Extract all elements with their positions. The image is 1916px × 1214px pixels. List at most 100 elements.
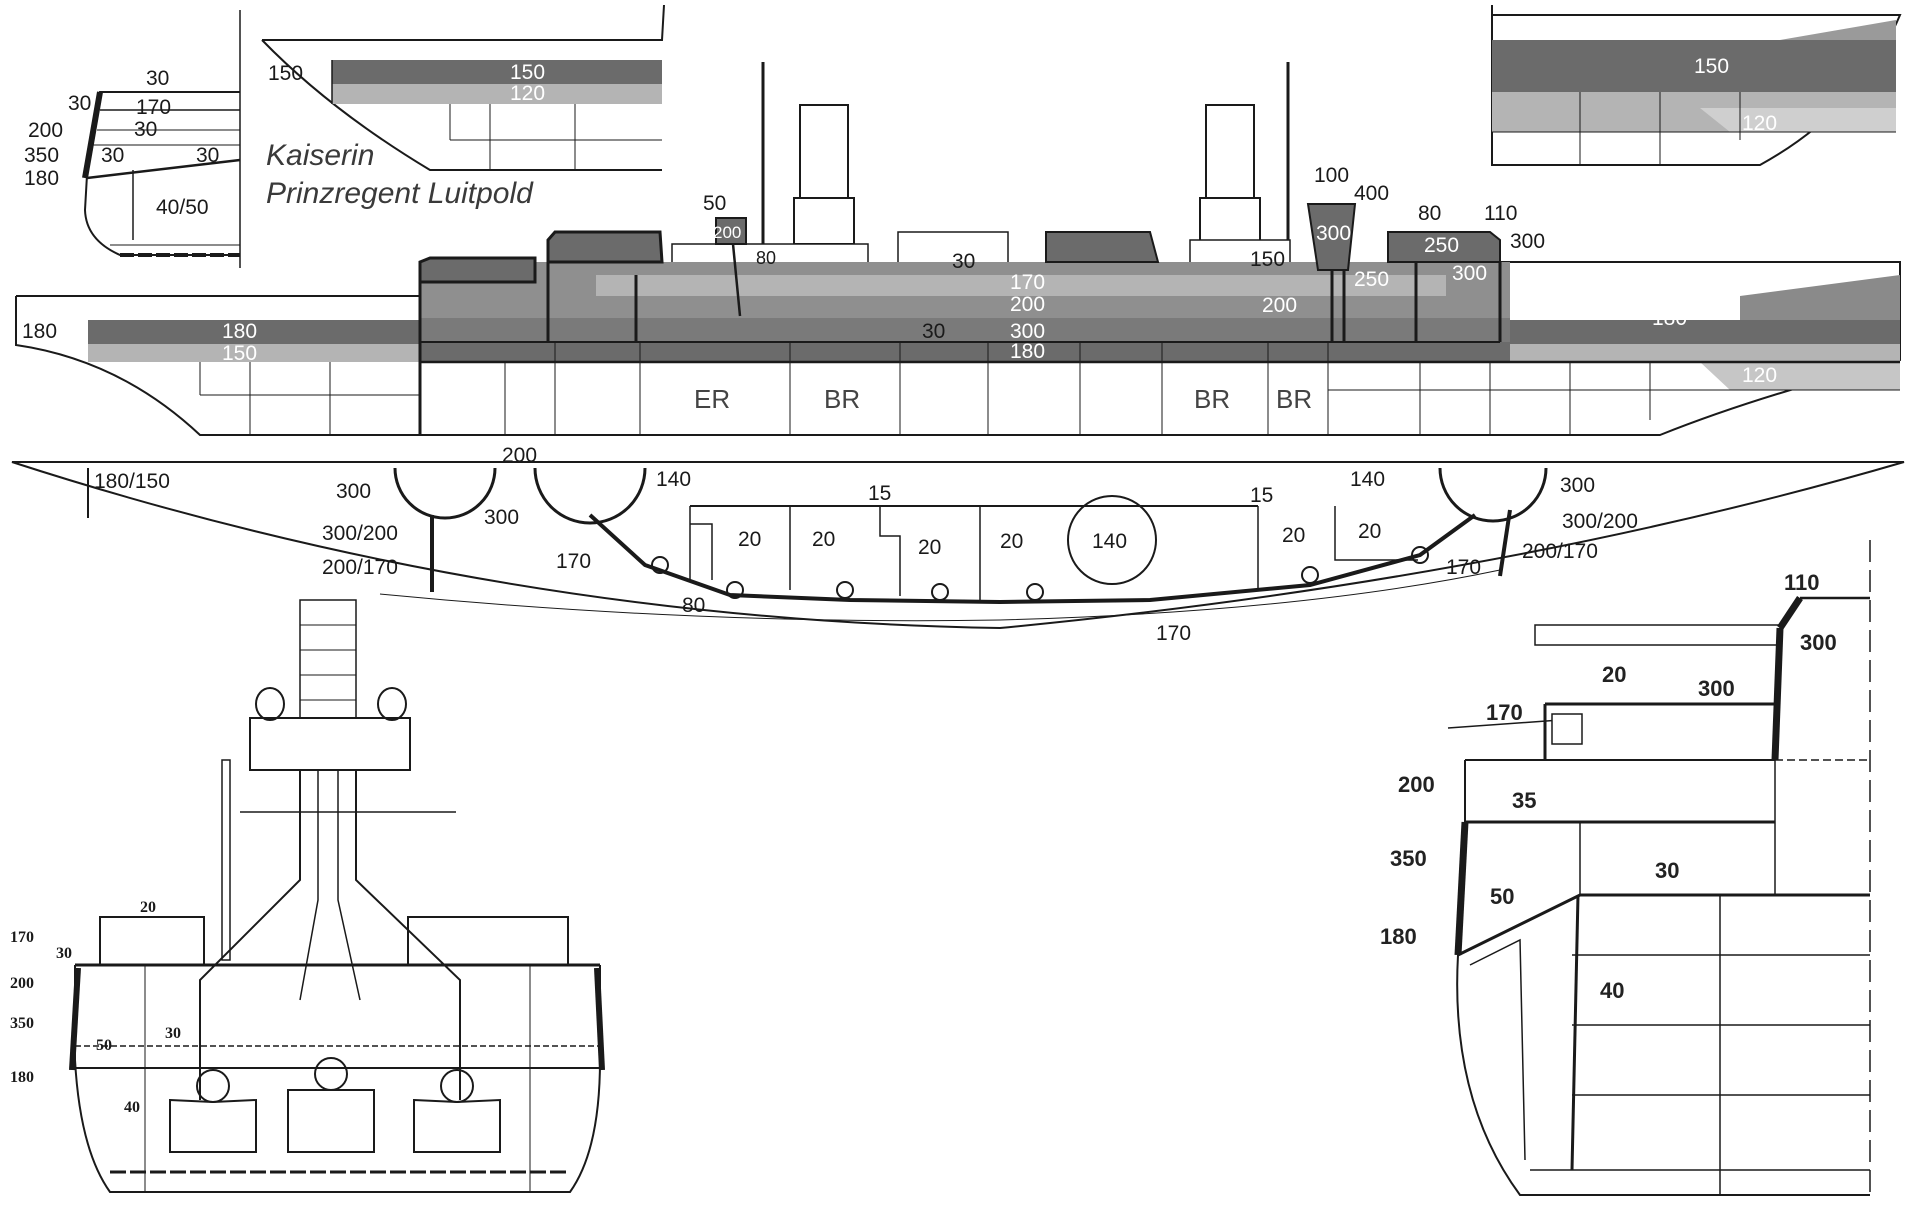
midship-label: 30 (56, 945, 72, 962)
turret-label: 110 (1784, 570, 1820, 595)
turret-label: 35 (1512, 788, 1536, 813)
plan-label: 20 (738, 528, 761, 551)
turret-label: 40 (1600, 978, 1624, 1003)
compartment-label: BR (1276, 384, 1312, 414)
midship-label: 40 (124, 1099, 140, 1116)
turret-section: 110 300 20 300 170 200 35 350 30 50 180 … (1380, 540, 1871, 1200)
plan-label: 180/150 (94, 470, 170, 493)
midship-label: 50 (96, 1037, 112, 1054)
plan-label: 20 (1282, 524, 1305, 547)
midship-section: 20 170 30 200 30 350 50 180 40 (10, 599, 605, 1193)
profile-label: 80 (756, 248, 776, 268)
plan-label: 20 (1000, 530, 1023, 553)
plan-label: 20 (918, 536, 941, 559)
fore-label: 180 (24, 167, 59, 190)
profile-label: 250 (1354, 268, 1389, 291)
profile-label: 300 (1452, 262, 1487, 285)
profile-label: 150 (1250, 248, 1285, 271)
main-profile: 50 200 80 30 100 400 300 80 110 250 300 … (15, 62, 1901, 436)
fore-label: 30 (101, 144, 124, 167)
plan-label: 300/200 (1562, 510, 1638, 533)
profile-label: 200 (713, 223, 741, 242)
plan-label: 15 (868, 482, 891, 505)
plan-label: 170 (556, 550, 591, 573)
aft-profile: 150 120 (1491, 5, 1902, 166)
fore-label: 170 (136, 96, 171, 119)
profile-label: 180 (22, 320, 57, 343)
profile-label: 180 (222, 320, 257, 343)
midship-label: 30 (165, 1025, 181, 1042)
plan-label: 140 (1350, 468, 1385, 491)
fore-label: 30 (134, 118, 157, 141)
profile-label: 110 (1484, 202, 1517, 225)
midship-label: 170 (10, 929, 34, 946)
plan-label: 200 (502, 444, 537, 467)
profile-label: 150 (222, 342, 257, 365)
plan-label: 300/200 (322, 522, 398, 545)
midship-label: 200 (10, 975, 34, 992)
fore-belt-120 (332, 84, 662, 104)
plan-label: 140 (656, 468, 691, 491)
profile-label: 50 (703, 192, 726, 215)
profile-label: 30 (952, 250, 975, 273)
midship-label: 350 (10, 1015, 34, 1032)
profile-label: 30 (922, 320, 945, 343)
profile-label: 300 (1010, 320, 1045, 343)
profile-label: 180 (1010, 340, 1045, 363)
midship-label: 20 (140, 899, 156, 916)
aft-belt-150 (1492, 40, 1896, 92)
plan-label: 300 (336, 480, 371, 503)
fore-label: 30 (146, 67, 169, 90)
fore-label: 350 (24, 144, 59, 167)
fore-profile-label: 150 (510, 61, 545, 84)
profile-label: 250 (1424, 234, 1459, 257)
profile-label: 200 (1010, 293, 1045, 316)
plan-label: 200/170 (322, 556, 398, 579)
aft-profile-label: 120 (1742, 112, 1777, 135)
aft-profile-label: 150 (1694, 55, 1729, 78)
fore-armor-section: 30 30 170 200 30 350 30 30 180 40/50 (24, 10, 241, 268)
profile-label: 300 (1316, 222, 1351, 245)
fore-belt-150 (332, 60, 662, 84)
fore-profile-label: 120 (510, 82, 545, 105)
fore-profile: 150 150 120 (261, 4, 665, 171)
plan-label: 200/170 (1522, 540, 1598, 563)
plan-label: 300 (484, 506, 519, 529)
plan-label: 170 (1156, 622, 1191, 645)
profile-label: 120 (1742, 364, 1777, 387)
compartment-label: ER (694, 384, 730, 414)
plan-label: 20 (812, 528, 835, 551)
turret-label: 300 (1800, 630, 1837, 655)
turret-label: 30 (1655, 858, 1679, 883)
title-line-2: Prinzregent Luitpold (266, 177, 534, 210)
compartment-label: BR (824, 384, 860, 414)
turret-label: 350 (1390, 846, 1427, 871)
turret-label: 170 (1486, 700, 1523, 725)
turret-label: 180 (1380, 924, 1417, 949)
profile-label: 200 (1262, 294, 1297, 317)
fore-label: 30 (68, 92, 91, 115)
profile-label: 300 (1510, 230, 1545, 253)
profile-label: 180 (1652, 307, 1687, 330)
fore-label: 40/50 (156, 196, 209, 219)
compartment-label: BR (1194, 384, 1230, 414)
turret-label: 50 (1490, 884, 1514, 909)
turret-label: 20 (1602, 662, 1626, 687)
plan-label: 80 (682, 594, 705, 617)
plan-label: 140 (1092, 530, 1127, 553)
deck-plan: 180/150 200 300 300 140 15 15 140 300 30… (11, 444, 1905, 645)
turret-label: 300 (1698, 676, 1735, 701)
profile-label: 170 (1010, 271, 1045, 294)
profile-label: 100 (1314, 164, 1349, 187)
title-line-1: Kaiserin (266, 139, 374, 172)
plan-label: 15 (1250, 484, 1273, 507)
fore-label: 200 (28, 119, 63, 142)
plan-label: 170 (1446, 556, 1481, 579)
midship-label: 180 (10, 1069, 34, 1086)
profile-label: 80 (1418, 202, 1441, 225)
fore-label: 30 (196, 144, 219, 167)
plan-label: 20 (1358, 520, 1381, 543)
profile-label: 400 (1354, 182, 1389, 205)
turret-label: 200 (1398, 772, 1435, 797)
